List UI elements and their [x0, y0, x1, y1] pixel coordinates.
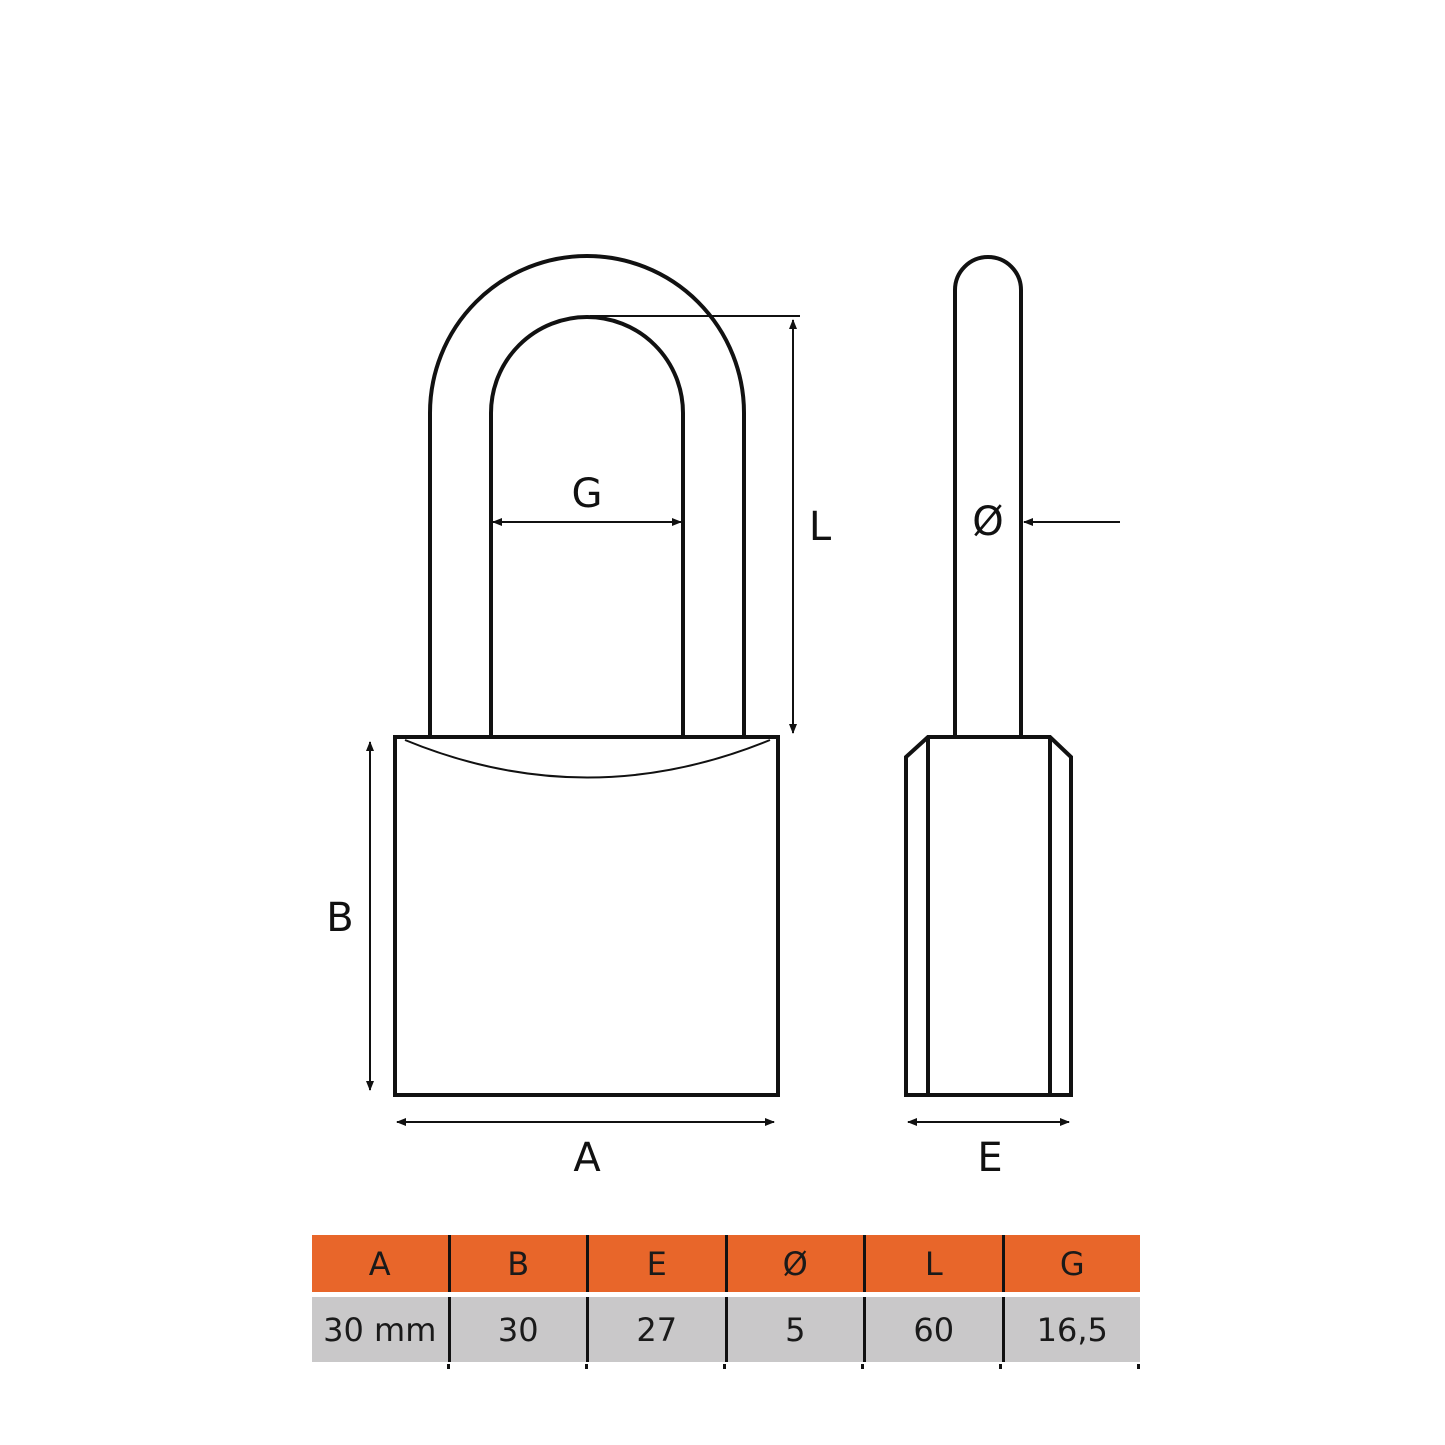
header-cell: L [863, 1235, 1002, 1292]
body-curve [404, 739, 771, 779]
value-cell: 16,5 [1001, 1297, 1141, 1362]
header-cell: B [447, 1235, 587, 1292]
label-L: L [809, 504, 832, 550]
value-cell: 5 [724, 1297, 864, 1362]
value-cell: 27 [586, 1297, 725, 1362]
dimensions-table: A B E Ø L G 30 mm 30 27 5 60 16,5 [312, 1235, 1140, 1362]
side-body [904, 735, 1073, 1097]
label-A: A [573, 1135, 601, 1181]
label-G: G [572, 471, 603, 517]
front-shackle [428, 254, 746, 737]
header-cell: Ø [724, 1235, 864, 1292]
value-cell: 30 mm [323, 1310, 437, 1349]
header-cell: G [1001, 1235, 1141, 1292]
table-header-row: A B E Ø L G [312, 1235, 1140, 1292]
label-E: E [977, 1135, 1002, 1181]
front-body [393, 735, 780, 1097]
value-cell: 30 [447, 1297, 587, 1362]
side-shackle [953, 255, 1023, 737]
table-divider-dots [447, 1364, 1140, 1369]
header-cell: E [586, 1235, 725, 1292]
value-cell: 60 [863, 1297, 1002, 1362]
header-cell: A [368, 1244, 391, 1283]
label-diameter: Ø [972, 499, 1003, 545]
table-row: 30 mm 30 27 5 60 16,5 [312, 1297, 1140, 1362]
label-B: B [326, 895, 353, 941]
